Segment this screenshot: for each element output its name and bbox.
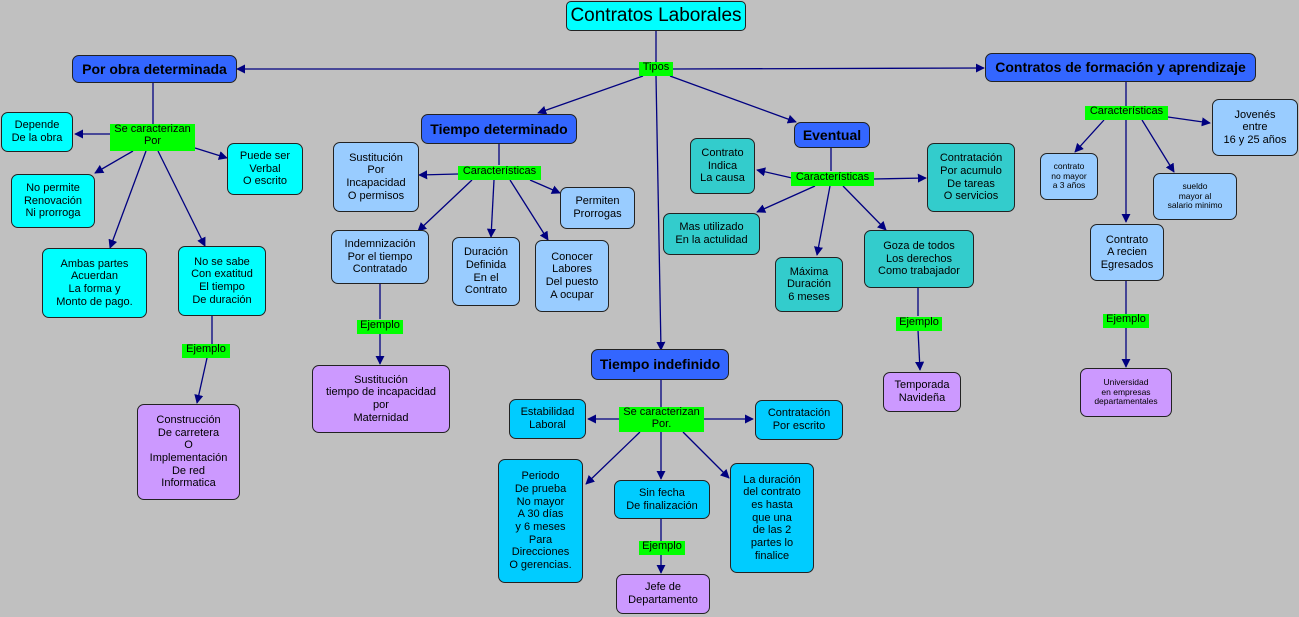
- ev-indica-node: Contrato Indica La causa: [690, 138, 755, 194]
- td-indemnizacion-node: Indemnización Por el tiempo Contratado: [331, 230, 429, 284]
- obra-verbal-node: Puede ser Verbal O escrito: [227, 143, 303, 195]
- link-obra-ejemplo: Ejemplo: [182, 343, 230, 358]
- link-fa-ejemplo: Ejemplo: [1103, 313, 1149, 328]
- obra-ambas-node: Ambas partes Acuerdan La forma y Monto d…: [42, 248, 147, 318]
- ev-maxima-node: Máxima Duración 6 meses: [775, 257, 843, 312]
- ev-acumulo-node: Contratación Por acumulo De tareas O ser…: [927, 143, 1015, 212]
- link-tipos: Tipos: [639, 61, 673, 76]
- title-node: Contratos Laborales: [566, 1, 746, 31]
- ti-ejemplo-node: Jefe de Departamento: [616, 574, 710, 614]
- fa-egresados-node: Contrato A recien Egresados: [1090, 224, 1164, 281]
- link-td-caracteristicas: Características: [458, 165, 541, 180]
- ev-goza-node: Goza de todos Los derechos Como trabajad…: [864, 230, 974, 288]
- ti-estabilidad-node: Estabilidad Laboral: [509, 399, 586, 439]
- ev-ejemplo-node: Temporada Navideña: [883, 372, 961, 412]
- fa-ejemplo-node: Universidad en empresas departamentales: [1080, 368, 1172, 417]
- ti-duracion-node: La duración del contrato es hasta que un…: [730, 463, 814, 573]
- ev-mas-utilizado-node: Mas utilizado En la actulidad: [663, 213, 760, 255]
- link-obra-caracterizan: Se caracterizan Por: [110, 123, 195, 151]
- ti-sin-fecha-node: Sin fecha De finalización: [614, 480, 710, 519]
- td-permiten-node: Permiten Prorrogas: [560, 187, 635, 229]
- obra-no-permite-node: No permite Renovación Ni prorroga: [11, 174, 95, 228]
- fa-sueldo-node: sueldo mayor al salario minimo: [1153, 173, 1237, 220]
- td-sustitucion-node: Sustitución Por Incapacidad O permisos: [333, 142, 419, 212]
- ti-por-escrito-node: Contratación Por escrito: [755, 400, 843, 440]
- link-ev-caracteristicas: Características: [791, 171, 874, 186]
- td-conocer-node: Conocer Labores Del puesto A ocupar: [535, 240, 609, 312]
- link-ev-ejemplo: Ejemplo: [896, 316, 942, 331]
- obra-depende-node: Depende De la obra: [1, 112, 73, 152]
- link-ti-caracterizan: Se caracterizan Por.: [619, 406, 704, 432]
- obra-no-se-sabe-node: No se sabe Con exatitud El tiempo De dur…: [178, 246, 266, 316]
- ti-periodo-node: Periodo De prueba No mayor A 30 días y 6…: [498, 459, 583, 583]
- tiempo-determinado-node: Tiempo determinado: [421, 114, 577, 144]
- fa-jovenes-node: Jovenés entre 16 y 25 años: [1212, 99, 1298, 156]
- td-duracion-node: Duración Definida En el Contrato: [452, 237, 520, 306]
- td-ejemplo-node: Sustitución tiempo de incapacidad por Ma…: [312, 365, 450, 433]
- link-fa-caracteristicas: Características: [1085, 105, 1168, 120]
- fa-no-mayor-node: contrato no mayor a 3 años: [1040, 153, 1098, 200]
- tiempo-indefinido-node: Tiempo indefinido: [591, 349, 729, 380]
- eventual-node: Eventual: [794, 122, 870, 148]
- link-td-ejemplo: Ejemplo: [357, 319, 403, 334]
- obra-ejemplo-node: Construcción De carretera O Implementaci…: [137, 404, 240, 500]
- formacion-node: Contratos de formación y aprendizaje: [985, 53, 1256, 82]
- obra-node: Por obra determinada: [72, 55, 237, 83]
- link-ti-ejemplo: Ejemplo: [639, 540, 685, 555]
